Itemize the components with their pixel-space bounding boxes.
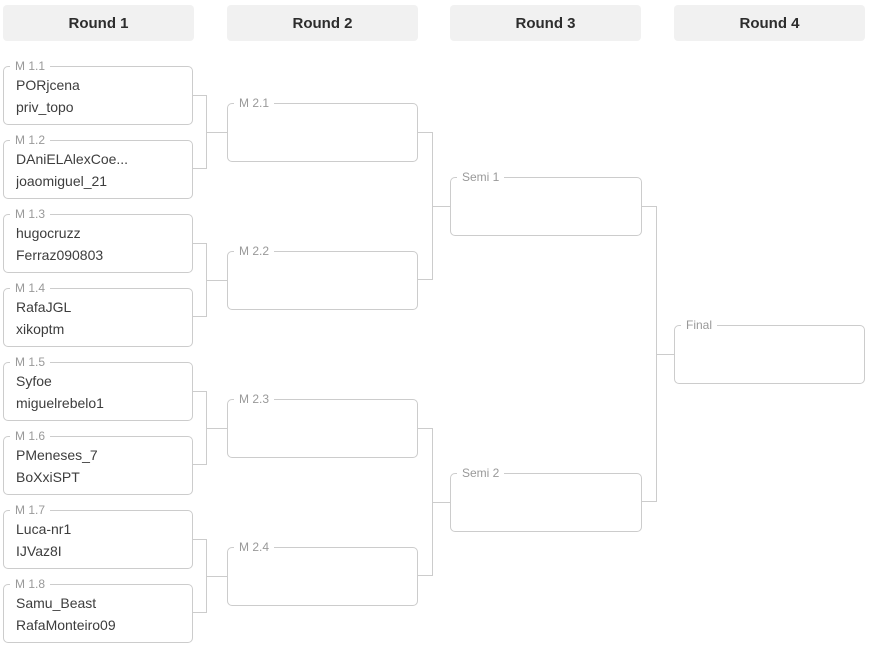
match-1-1[interactable]: M 1.1 PORjcena priv_topo <box>3 58 193 125</box>
connector-line <box>657 354 674 355</box>
connector-elbow <box>193 391 207 465</box>
match-1-7[interactable]: M 1.7 Luca-nr1 IJVaz8I <box>3 502 193 569</box>
connector-elbow <box>193 95 207 169</box>
match-1-3[interactable]: M 1.3 hugocruzz Ferraz090803 <box>3 206 193 273</box>
player-name: PMeneses_7 <box>16 447 98 463</box>
connector-line <box>207 428 227 429</box>
match-1-5[interactable]: M 1.5 Syfoe miguelrebelo1 <box>3 354 193 421</box>
match-label: M 1.8 <box>10 576 51 592</box>
connector-line <box>207 132 227 133</box>
round-3-header: Round 3 <box>450 5 641 41</box>
connector-line <box>207 280 227 281</box>
connector-elbow <box>193 243 207 317</box>
round-header-label: Round 3 <box>515 14 576 32</box>
match-label: M 1.4 <box>10 280 51 296</box>
match-label: M 2.1 <box>234 95 275 111</box>
match-label: M 2.2 <box>234 243 275 259</box>
match-1-8[interactable]: M 1.8 Samu_Beast RafaMonteiro09 <box>3 576 193 643</box>
connector-line <box>207 576 227 577</box>
match-label: Semi 1 <box>457 169 505 185</box>
player-name: RafaJGL <box>16 299 72 315</box>
connector-elbow <box>642 206 657 502</box>
match-label: M 1.5 <box>10 354 51 370</box>
match-label: M 1.3 <box>10 206 51 222</box>
player-name: joaomiguel_21 <box>16 173 108 189</box>
player-name: RafaMonteiro09 <box>16 617 116 633</box>
player-name: miguelrebelo1 <box>16 395 104 411</box>
match-label: M 2.3 <box>234 391 275 407</box>
match-label: M 1.7 <box>10 502 51 518</box>
match-semi-2[interactable]: Semi 2 <box>450 465 642 532</box>
round-header-label: Round 4 <box>739 14 800 32</box>
connector-line <box>433 206 450 207</box>
player-name: PORjcena <box>16 77 80 93</box>
player-name: Luca-nr1 <box>16 521 72 537</box>
player-name: hugocruzz <box>16 225 81 241</box>
player-name: DAniELAlexCoe... <box>16 151 129 167</box>
player-name: IJVaz8I <box>16 543 62 559</box>
match-2-3[interactable]: M 2.3 <box>227 391 418 458</box>
connector-elbow <box>418 132 433 280</box>
match-label: Final <box>681 317 718 333</box>
connector-line <box>433 502 450 503</box>
player-name: Ferraz090803 <box>16 247 104 263</box>
match-label: M 1.2 <box>10 132 51 148</box>
connector-elbow <box>193 539 207 613</box>
player-name: Samu_Beast <box>16 595 97 611</box>
match-2-1[interactable]: M 2.1 <box>227 95 418 162</box>
match-final[interactable]: Final <box>674 317 865 384</box>
match-2-4[interactable]: M 2.4 <box>227 539 418 606</box>
match-semi-1[interactable]: Semi 1 <box>450 169 642 236</box>
round-1-header: Round 1 <box>3 5 194 41</box>
match-label: Semi 2 <box>457 465 505 481</box>
match-label: M 1.1 <box>10 58 51 74</box>
round-4-header: Round 4 <box>674 5 865 41</box>
match-1-2[interactable]: M 1.2 DAniELAlexCoe... joaomiguel_21 <box>3 132 193 199</box>
player-name: xikoptm <box>16 321 65 337</box>
match-1-6[interactable]: M 1.6 PMeneses_7 BoXxiSPT <box>3 428 193 495</box>
match-2-2[interactable]: M 2.2 <box>227 243 418 310</box>
round-2-header: Round 2 <box>227 5 418 41</box>
player-name: Syfoe <box>16 373 52 389</box>
match-1-4[interactable]: M 1.4 RafaJGL xikoptm <box>3 280 193 347</box>
round-header-label: Round 2 <box>292 14 353 32</box>
match-label: M 1.6 <box>10 428 51 444</box>
round-header-label: Round 1 <box>68 14 129 32</box>
player-name: priv_topo <box>16 99 74 115</box>
player-name: BoXxiSPT <box>16 469 80 485</box>
connector-elbow <box>418 428 433 576</box>
match-label: M 2.4 <box>234 539 275 555</box>
